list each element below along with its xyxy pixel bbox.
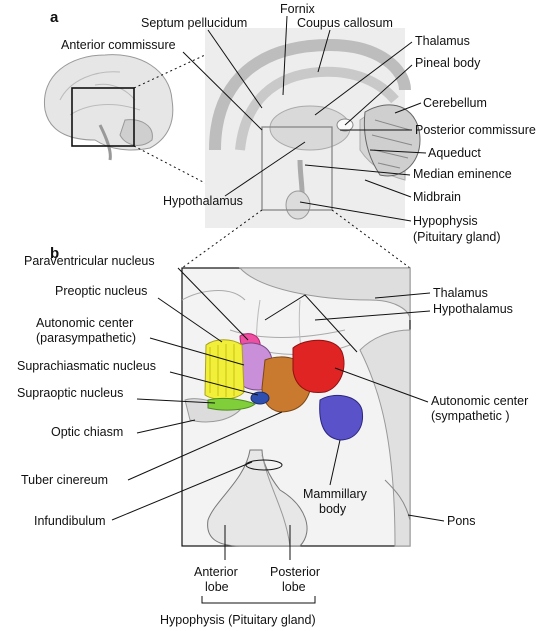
label-hypothalamus-b: Hypothalamus [433, 302, 513, 316]
sympathetic-center-shape [292, 339, 345, 394]
label-hypophysis-a-line1: Hypophysis [413, 214, 478, 228]
mammillary-body-shape [319, 394, 364, 441]
panel-a-letter: a [50, 9, 59, 26]
label-hypothalamus-a: Hypothalamus [163, 194, 243, 208]
label-anterior-commissure: Anterior commissure [61, 38, 176, 52]
label-infundibulum: Infundibulum [34, 514, 106, 528]
label-supraoptic-nucleus: Supraoptic nucleus [17, 386, 123, 400]
label-hypophysis-caption: Hypophysis (Pituitary gland) [160, 613, 316, 627]
label-mammillary-line2: body [319, 502, 347, 516]
label-aqueduct: Aqueduct [428, 146, 481, 160]
thumbnail-zoom-box [71, 87, 135, 147]
label-autonomic-symp-line2: (sympathetic ) [431, 409, 510, 423]
label-anterior-lobe-line2: lobe [205, 580, 229, 594]
label-autonomic-para-line1: Autonomic center [36, 316, 133, 330]
label-posterior-commissure: Posterior commissure [415, 123, 536, 137]
label-septum-pellucidum: Septum pellucidum [141, 16, 247, 30]
label-hypophysis-a-line2: (Pituitary gland) [413, 230, 501, 244]
label-pineal-body: Pineal body [415, 56, 481, 70]
supraoptic-yellow-shape [204, 339, 245, 400]
label-fornix: Fornix [280, 2, 315, 16]
label-mammillary-line1: Mammillary [303, 487, 368, 501]
label-posterior-lobe-line2: lobe [282, 580, 306, 594]
label-pons: Pons [447, 514, 476, 528]
label-thalamus-b: Thalamus [433, 286, 488, 300]
label-anterior-lobe-line1: Anterior [194, 565, 238, 579]
label-preoptic-nucleus: Preoptic nucleus [55, 284, 147, 298]
brain-thumbnail [43, 54, 174, 161]
hypophysis-bracket [201, 596, 316, 604]
supraoptic-green-shape [207, 397, 256, 411]
label-thalamus-a: Thalamus [415, 34, 470, 48]
label-cerebellum: Cerebellum [423, 96, 487, 110]
label-autonomic-symp-line1: Autonomic center [431, 394, 528, 408]
label-optic-chiasm: Optic chiasm [51, 425, 123, 439]
label-suprachiasmatic-nucleus: Suprachiasmatic nucleus [17, 359, 156, 373]
label-autonomic-para-line2: (parasympathetic) [36, 331, 136, 345]
label-corpus-callosum: Coupus callosum [297, 16, 393, 30]
panel-b-leader-lines [111, 267, 445, 560]
hypothalamic-nuclei [204, 333, 364, 441]
label-posterior-lobe-line1: Posterior [270, 565, 320, 579]
panel-a-leader-lines [182, 15, 427, 222]
suprachiasmatic-nucleus-shape [250, 391, 270, 405]
label-tuber-cinereum: Tuber cinereum [21, 473, 108, 487]
panel-b-letter: b [50, 245, 59, 262]
cerebellum-sketch [363, 104, 421, 177]
label-median-eminence: Median eminence [413, 167, 512, 181]
label-midbrain: Midbrain [413, 190, 461, 204]
label-paraventricular-nucleus: Paraventricular nucleus [24, 254, 155, 268]
